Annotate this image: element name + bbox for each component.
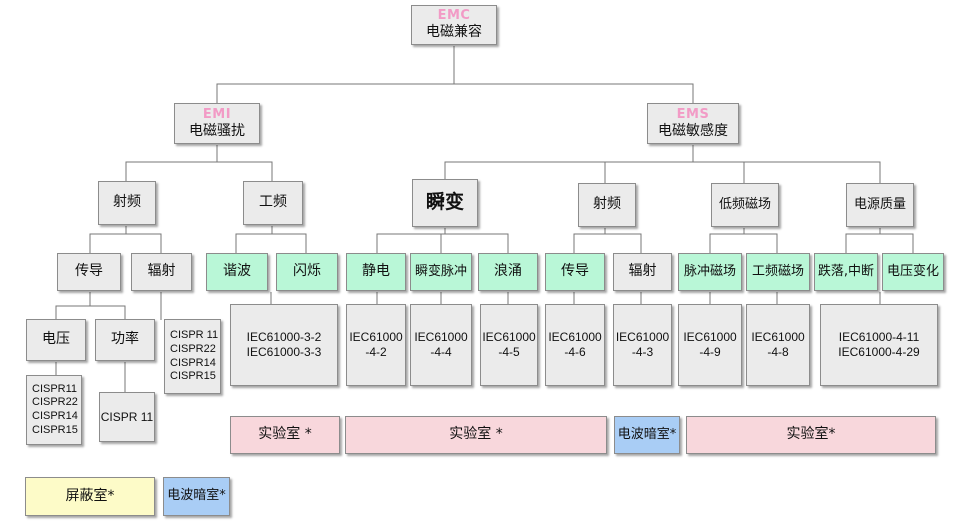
std-item: -4-9 [699, 345, 721, 359]
lab-magnetic-power: 实验室* [686, 416, 936, 454]
std-item: CISPR15 [170, 370, 216, 383]
ems-abbr: EMS [676, 106, 710, 122]
voltage-node: 电压 [26, 319, 86, 361]
ems-label: 电磁敏感度 [658, 122, 728, 139]
lab-harmonics-flicker: 实验室 * [230, 416, 340, 454]
dips-interruptions-node: 跌落,中断 [814, 253, 878, 291]
power-standards: CISPR 11 [99, 392, 155, 442]
lab-transient-conducted: 实验室 * [345, 416, 607, 454]
std-item: -4-4 [430, 345, 452, 359]
std-item: CISPR 11 [100, 409, 154, 424]
std-item: -4-3 [631, 345, 654, 359]
esd-standard: IEC61000 -4-2 [346, 304, 406, 386]
emi-abbr: EMI [202, 106, 232, 122]
ems-node: EMS 电磁敏感度 [647, 103, 739, 144]
power-node: 功率 [95, 319, 155, 361]
esd-node: 静电 [346, 253, 406, 291]
std-item: IEC61000 [349, 330, 403, 344]
std-item: IEC61000-3-3 [246, 345, 322, 359]
ems-lf-magnetic-node: 低频磁场 [711, 183, 779, 227]
emi-conducted-node: 传导 [57, 253, 121, 291]
harmonics-flicker-standards: IEC61000-3-2 IEC61000-3-3 [230, 304, 338, 386]
ems-radiated-node: 辐射 [613, 253, 672, 291]
ems-power-quality-node: 电源质量 [846, 183, 914, 227]
voltage-standards: CISPR11 CISPR22 CISPR14 CISPR15 [26, 375, 82, 445]
ems-radiated-standard: IEC61000 -4-3 [613, 304, 672, 386]
pf-magnetic-node: 工频磁场 [746, 253, 810, 291]
std-item: CISPR14 [32, 410, 78, 422]
ems-rf-node: 射频 [578, 183, 636, 227]
ems-transient-node: 瞬变 [412, 179, 478, 227]
pulse-magnetic-standard: IEC61000 -4-9 [678, 304, 742, 386]
std-item: CISPR22 [32, 396, 78, 409]
std-item: IEC61000 [414, 330, 468, 344]
emi-radiated-node: 辐射 [131, 253, 192, 291]
std-item: CISPR22 [170, 342, 216, 355]
std-item: CISPR11 [32, 382, 78, 395]
std-item: -4-5 [498, 345, 520, 359]
shielded-room: 屏蔽室* [25, 477, 155, 516]
std-item: CISPR 11 [170, 329, 219, 341]
std-item: -4-2 [365, 345, 387, 359]
std-item: IEC61000 [615, 330, 670, 344]
eft-standard: IEC61000 -4-4 [410, 304, 472, 386]
std-item: IEC61000 [751, 330, 805, 344]
harmonics-node: 谐波 [206, 253, 268, 291]
emc-label: 电磁兼容 [426, 24, 482, 41]
pf-magnetic-standard: IEC61000 -4-8 [746, 304, 810, 386]
ems-conducted-node: 传导 [545, 253, 605, 291]
std-item: IEC61000-3-2 [246, 330, 322, 344]
emc-abbr: EMC [437, 8, 471, 24]
anechoic-chamber-emi: 电波暗室* [163, 477, 230, 516]
std-item: IEC61000-4-11 [838, 330, 920, 344]
radiated-standards: CISPR 11 CISPR22 CISPR14 CISPR15 [164, 319, 221, 394]
std-item: CISPR15 [32, 423, 78, 436]
std-item: CISPR14 [170, 356, 216, 369]
std-item: IEC61000-4-29 [838, 345, 920, 359]
eft-node: 瞬变脉冲 [410, 253, 472, 291]
std-item: IEC61000 [482, 330, 536, 344]
voltage-variation-node: 电压变化 [882, 253, 944, 291]
std-item: -4-6 [564, 345, 586, 359]
anechoic-chamber-ems: 电波暗室* [614, 416, 680, 454]
emi-rf-node: 射频 [98, 181, 156, 225]
std-item: IEC61000 [548, 330, 602, 344]
surge-node: 浪涌 [478, 253, 538, 291]
pulse-magnetic-node: 脉冲磁场 [678, 253, 742, 291]
std-item: -4-8 [767, 345, 789, 359]
emc-node: EMC 电磁兼容 [411, 5, 497, 45]
surge-standard: IEC61000 -4-5 [480, 304, 538, 386]
emi-node: EMI 电磁骚扰 [174, 103, 260, 144]
ems-conducted-standard: IEC61000 -4-6 [545, 304, 605, 386]
flicker-node: 闪烁 [276, 253, 338, 291]
std-item: IEC61000 [683, 330, 737, 344]
emi-label: 电磁骚扰 [189, 122, 245, 139]
power-quality-standards: IEC61000-4-11 IEC61000-4-29 [820, 304, 938, 386]
emi-pf-node: 工频 [243, 181, 303, 225]
